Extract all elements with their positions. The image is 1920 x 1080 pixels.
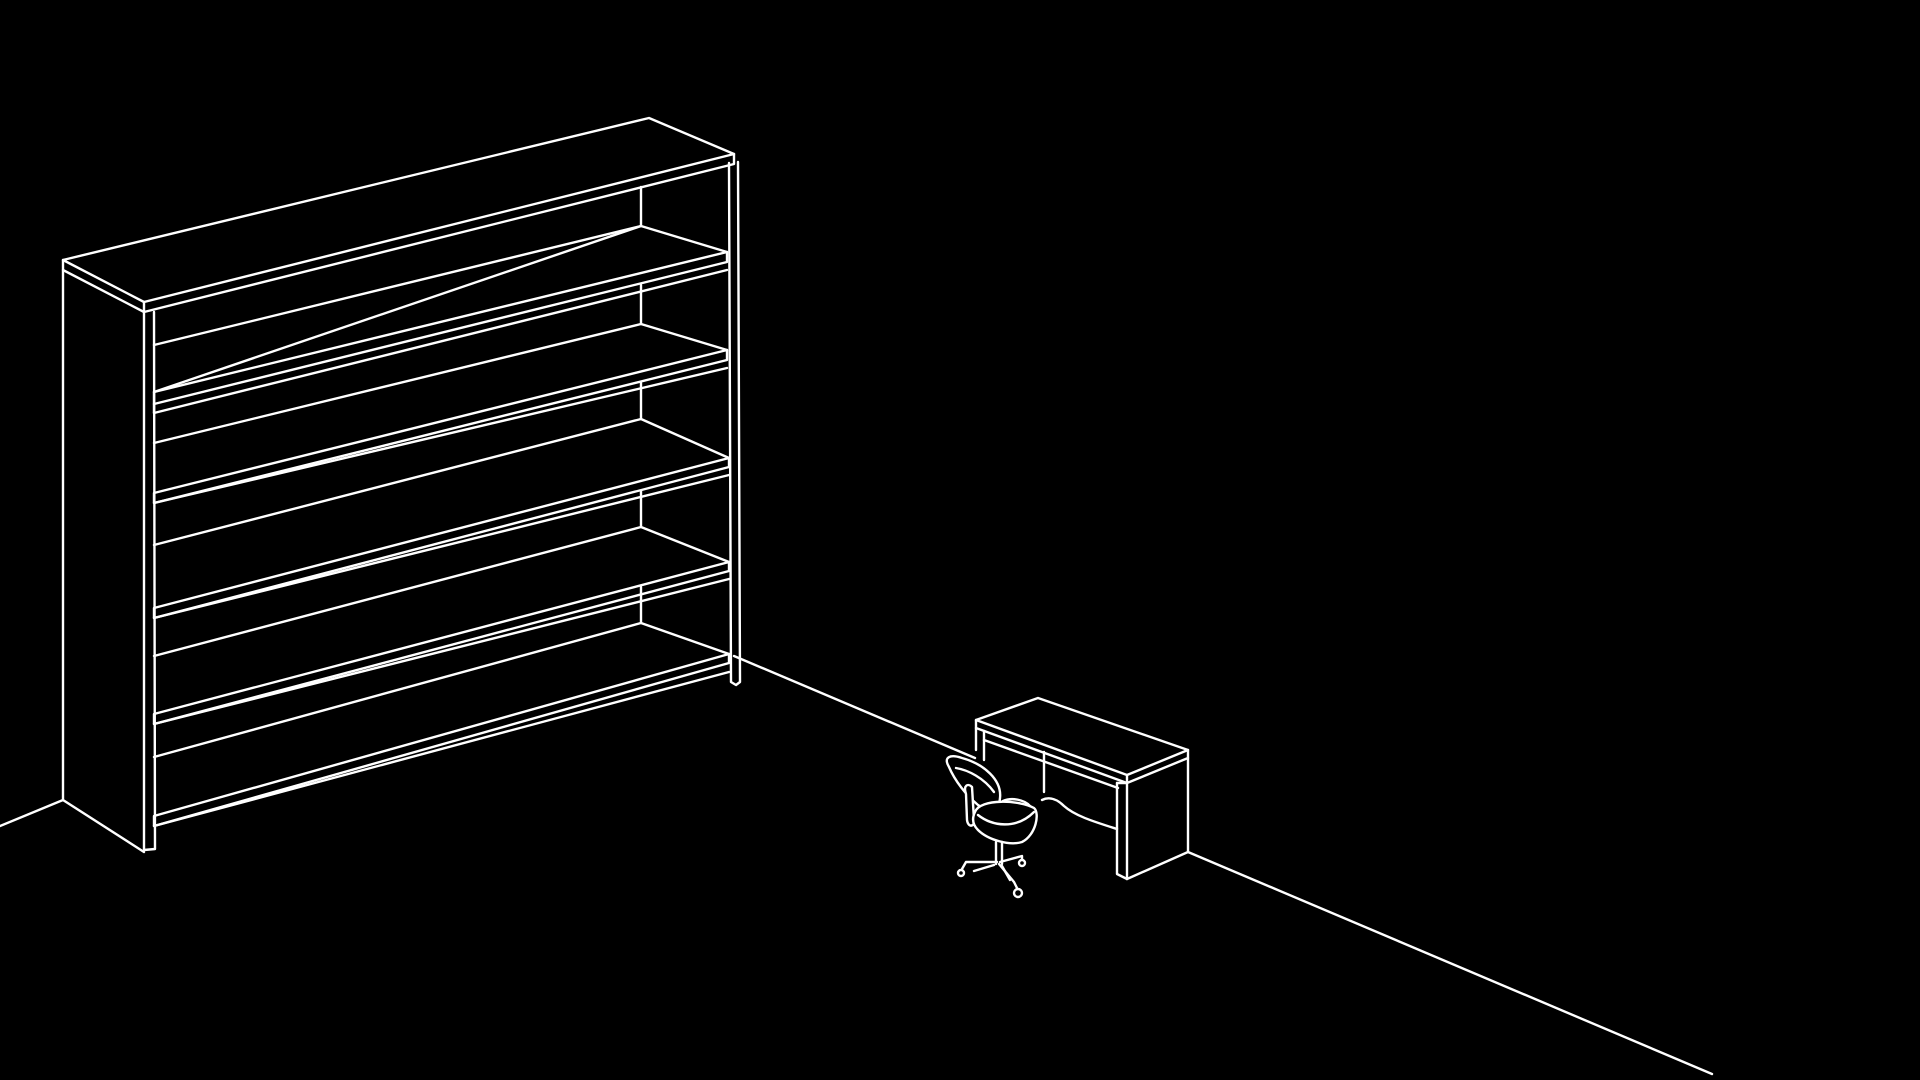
floor-wall-line: [0, 654, 1714, 1076]
desk: [974, 696, 1190, 881]
bookshelf: [61, 116, 742, 854]
office-chair: [945, 755, 1038, 899]
